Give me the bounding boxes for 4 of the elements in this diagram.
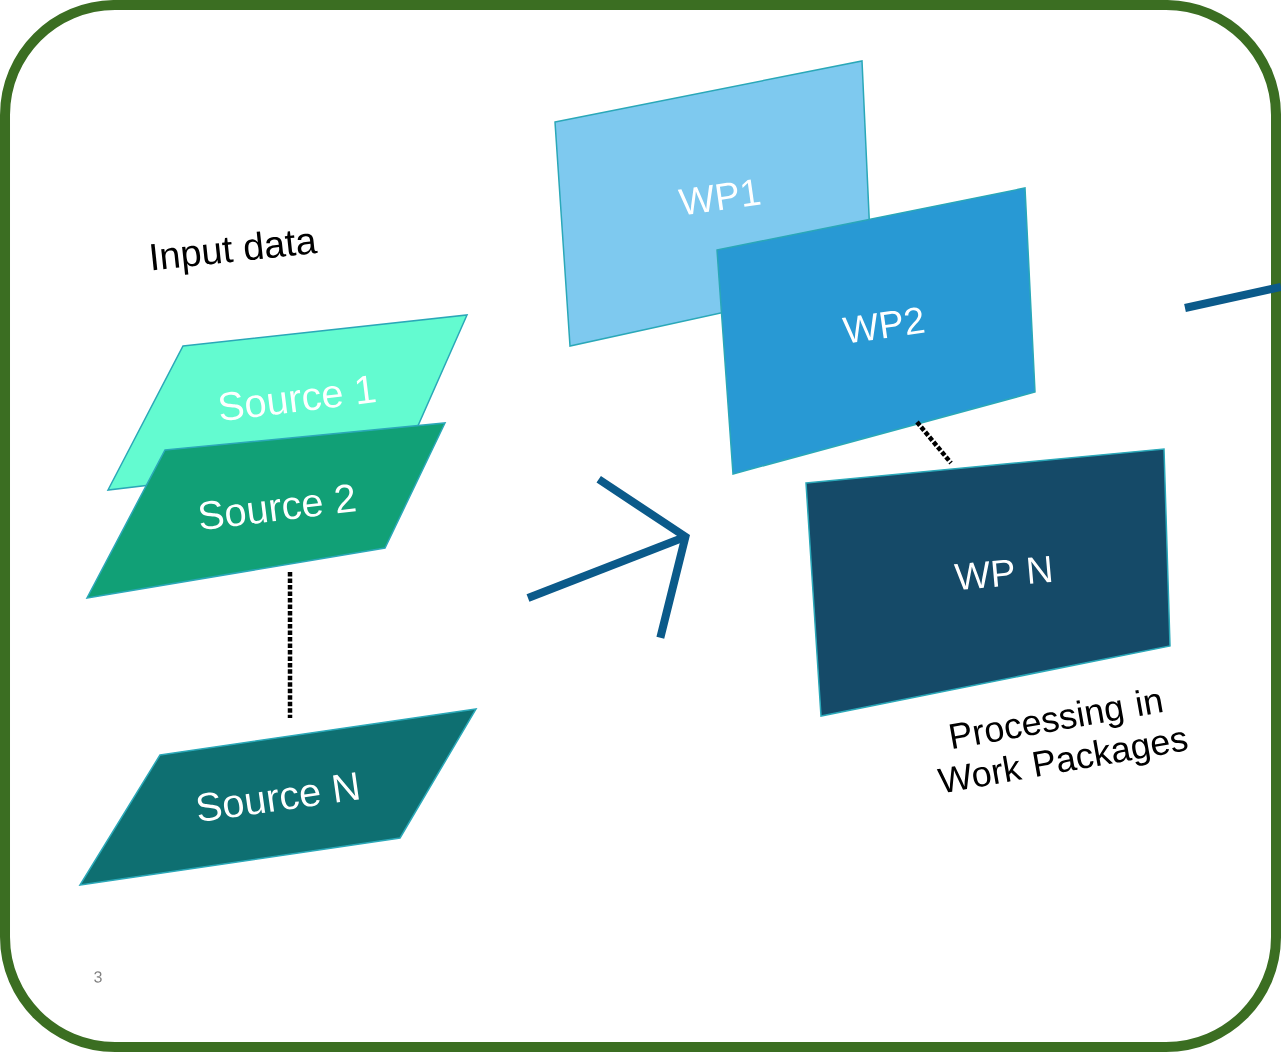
heading: Input data [151,231,318,275]
connector-line [915,420,953,465]
page-number: 3 [94,971,102,983]
connector-line [287,572,293,718]
